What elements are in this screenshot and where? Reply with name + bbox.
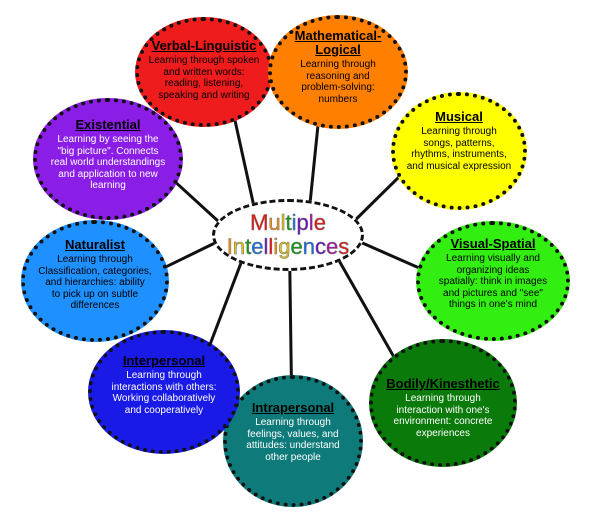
node-title: Bodily/Kinesthetic bbox=[386, 376, 500, 391]
connector-naturalist bbox=[164, 241, 215, 269]
node-musical: Musical Learning through songs, patterns… bbox=[391, 92, 527, 210]
node-naturalist: Naturalist Learning through Classificati… bbox=[21, 220, 169, 342]
node-intrapersonal: Intrapersonal Learning through feelings,… bbox=[223, 375, 363, 507]
node-description: Learning through feelings, values, and a… bbox=[246, 417, 340, 463]
center-title-letter: n bbox=[302, 234, 315, 259]
center-title-letter: I bbox=[226, 234, 233, 259]
node-verbal-linguistic: Verbal-Linguistic Learning through spoke… bbox=[135, 17, 273, 127]
center-title-letter: s bbox=[338, 234, 350, 259]
node-title: Intrapersonal bbox=[251, 400, 335, 415]
node-description: Learning through interactions with other… bbox=[111, 370, 217, 416]
node-description: Learning through spoken and written word… bbox=[148, 55, 260, 101]
center-title-line-1: Multiple bbox=[250, 210, 326, 235]
center-title-letter: M bbox=[250, 210, 269, 235]
node-description: Learning through reasoning and problem-s… bbox=[300, 59, 376, 105]
center-title-letter: l bbox=[268, 234, 274, 259]
center-title-letter: c bbox=[314, 234, 327, 259]
node-title: Visual-Spatial bbox=[450, 236, 536, 251]
center-title-letter: e bbox=[290, 234, 303, 259]
center-title-letter: i bbox=[273, 234, 279, 259]
center-title-letter: t bbox=[285, 210, 292, 235]
node-description: Learning by seeing the "big picture". Co… bbox=[50, 134, 166, 191]
center-title-letter: n bbox=[232, 234, 246, 259]
center-title-letter: p bbox=[296, 210, 309, 235]
node-interpersonal: Interpersonal Learning through interacti… bbox=[88, 330, 240, 454]
center-title-letter: t bbox=[245, 234, 252, 259]
center-title-letter: e bbox=[251, 234, 264, 259]
connector-bodily bbox=[338, 260, 396, 359]
connector-visual bbox=[361, 241, 421, 270]
node-description: Learning through Classification, categor… bbox=[38, 254, 152, 311]
node-title: Verbal-Linguistic bbox=[151, 38, 257, 53]
connector-inter bbox=[208, 262, 243, 346]
node-title: Existential bbox=[75, 117, 141, 132]
center-title-letter: e bbox=[313, 210, 326, 235]
connector-verbal bbox=[233, 118, 255, 204]
center-hub: Multiple Intelligences bbox=[212, 199, 364, 271]
node-description: Learning through songs, patterns, rhythm… bbox=[406, 126, 512, 172]
connector-math bbox=[308, 124, 320, 201]
center-title-letter: g bbox=[278, 234, 291, 259]
node-description: Learning through interaction with one's … bbox=[393, 393, 493, 439]
center-title-letter: l bbox=[280, 210, 286, 235]
center-title-letter: l bbox=[308, 210, 314, 235]
center-title-letter: u bbox=[268, 210, 281, 235]
node-title: Interpersonal bbox=[122, 353, 206, 368]
connector-intra bbox=[288, 270, 293, 378]
node-title: Naturalist bbox=[65, 237, 125, 252]
node-existential: Existential Learning by seeing the "big … bbox=[33, 98, 183, 220]
node-visual-spatial: Visual-Spatial Learning visually and org… bbox=[416, 221, 570, 341]
center-title-letter: l bbox=[263, 234, 269, 259]
node-description: Learning visually and organizing ideas s… bbox=[438, 253, 548, 310]
center-title-letter: e bbox=[325, 234, 339, 259]
connector-existential bbox=[174, 180, 219, 223]
connector-musical bbox=[355, 175, 401, 221]
center-title-letter: i bbox=[291, 210, 297, 235]
node-bodily-kinesthetic: Bodily/Kinesthetic Learning through inte… bbox=[369, 339, 517, 467]
node-mathematical-logical: Mathematical- Logical Learning through r… bbox=[268, 15, 408, 129]
node-title: Musical bbox=[435, 109, 483, 124]
center-title-line-2: Intelligences bbox=[226, 234, 350, 259]
node-title: Mathematical- Logical bbox=[294, 28, 382, 57]
